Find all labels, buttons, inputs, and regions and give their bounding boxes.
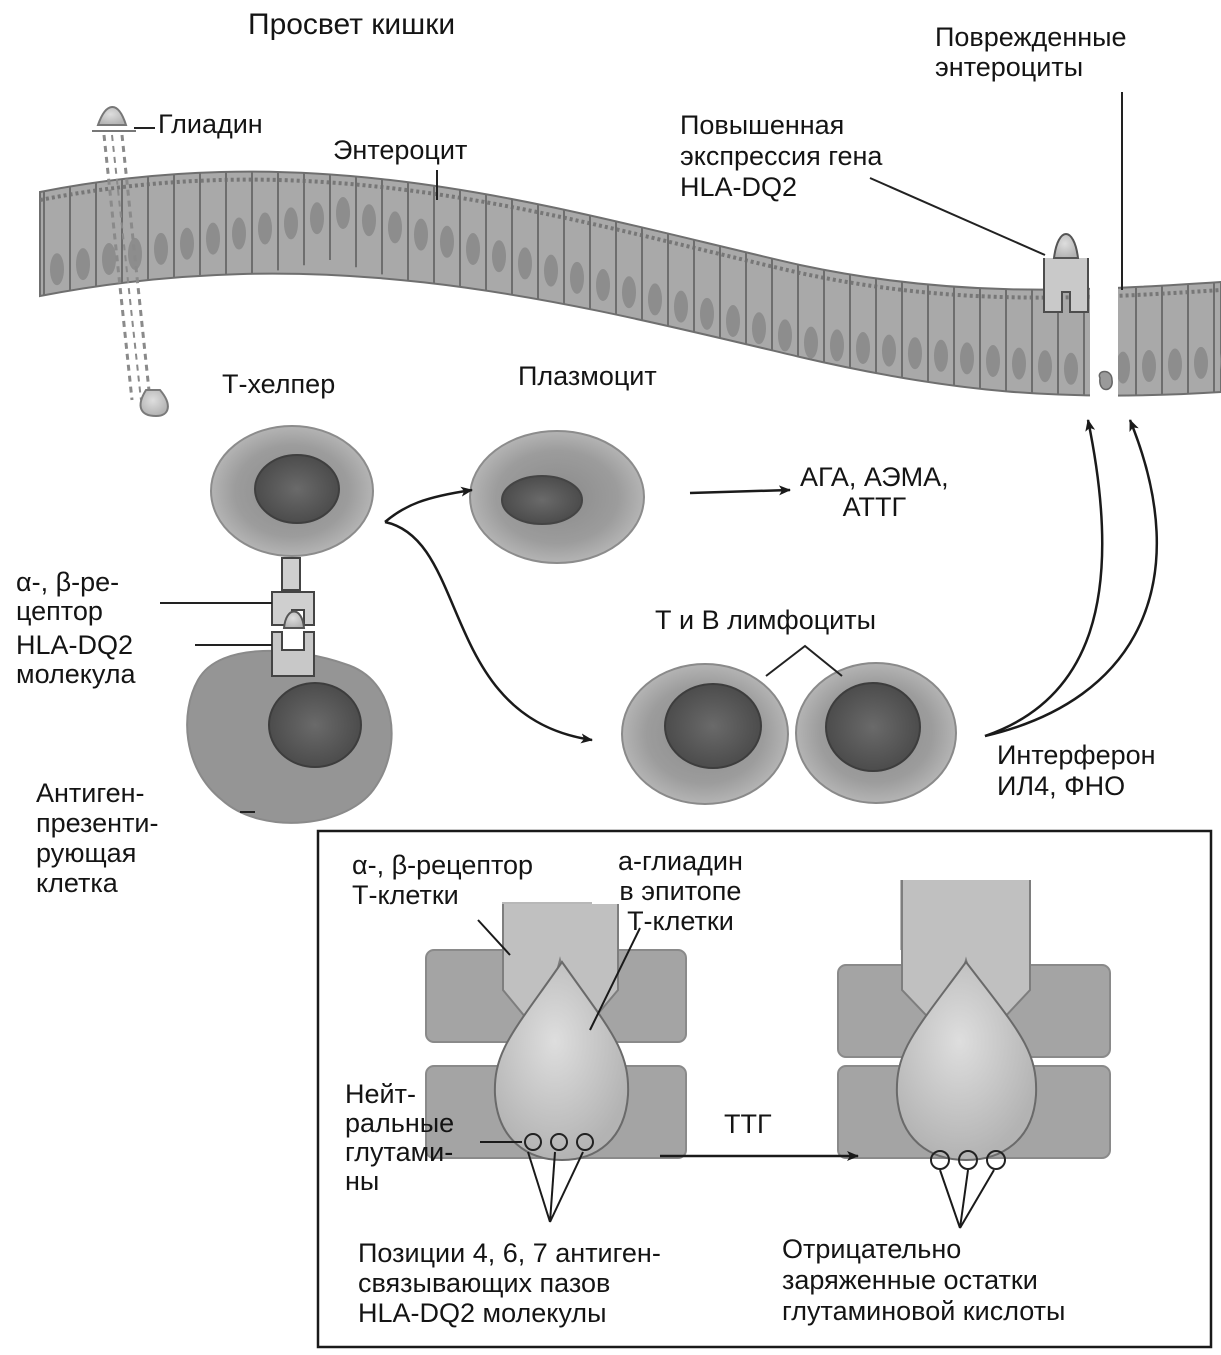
receptor-label: α-, β-ре- цептор	[16, 568, 119, 626]
enterocyte-nucleus	[76, 248, 90, 280]
enterocyte-nucleus	[648, 283, 662, 315]
enterocyte-nucleus	[258, 212, 272, 244]
enterocyte-nucleus	[154, 233, 168, 265]
hla-molecule-label: HLA-DQ2 молекула	[16, 631, 136, 689]
enterocyte-nucleus	[518, 247, 532, 279]
enterocyte-nucleus	[1168, 348, 1182, 380]
enterocyte-nucleus	[180, 228, 194, 260]
antibodies-label: АГА, АЭМА, АТТГ	[800, 462, 949, 522]
enterocyte-nucleus	[102, 243, 116, 275]
inset-ttg-label: ТТГ	[724, 1110, 772, 1139]
enterocyte-nucleus	[908, 337, 922, 369]
inset-receptor-label: α-, β-рецептор Т-клетки	[352, 850, 533, 910]
enterocyte-nucleus	[128, 238, 142, 270]
enterocyte-nucleus	[726, 305, 740, 337]
enterocyte-nucleus	[414, 219, 428, 251]
enterocyte-nucleus	[206, 223, 220, 255]
tb-lymphocytes-label: Т и В лимфоциты	[655, 606, 876, 635]
enterocyte-nucleus	[544, 255, 558, 287]
gliadin-label: Глиадин	[158, 110, 263, 139]
enterocyte-nucleus	[1116, 352, 1130, 384]
enterocyte-nucleus	[622, 276, 636, 308]
enterocyte-nucleus	[804, 327, 818, 359]
lumen-label: Просвет кишки	[248, 10, 455, 39]
enterocyte-nucleus	[1012, 348, 1026, 380]
enterocyte-nucleus	[700, 298, 714, 330]
enterocyte-nucleus	[284, 207, 298, 239]
inset-gliadin-epitope-label: a-глиадин в эпитопе Т-клетки	[618, 846, 743, 936]
enterocyte-nucleus	[674, 291, 688, 323]
enterocyte-nucleus	[362, 204, 376, 236]
enterocyte-nucleus	[440, 226, 454, 258]
enterocyte-nucleus	[986, 345, 1000, 377]
enterocyte-nucleus	[934, 340, 948, 372]
enterocyte-nucleus	[388, 211, 402, 243]
hla-expression-label: Повышенная экспрессия гена HLA-DQ2	[680, 110, 882, 203]
hla-dq2-expressed	[870, 92, 1122, 312]
enterocyte-nucleus	[232, 218, 246, 250]
inset-positions-label: Позиции 4, 6, 7 антиген- связывающих паз…	[358, 1238, 661, 1328]
plasmocyte-label: Плазмоцит	[518, 362, 657, 391]
t-b-lymphocytes	[622, 646, 956, 804]
enterocyte-nucleus	[752, 312, 766, 344]
enterocyte-nucleus	[830, 329, 844, 361]
enterocyte-nucleus	[882, 335, 896, 367]
t-helper-cell	[211, 426, 373, 556]
enterocyte-nucleus	[492, 240, 506, 272]
damaged-enterocytes-label: Поврежденные энтероциты	[935, 22, 1127, 82]
t-helper-label: Т-хелпер	[222, 370, 335, 399]
enterocyte-nucleus	[1038, 350, 1052, 382]
enterocyte-nucleus	[50, 253, 64, 285]
enterocyte-nucleus	[1194, 347, 1208, 379]
enterocyte-nucleus	[310, 202, 324, 234]
enterocyte-nucleus	[856, 332, 870, 364]
enterocyte-nucleus	[570, 262, 584, 294]
plasmocyte-cell	[470, 431, 644, 563]
enterocyte-nucleus	[960, 342, 974, 374]
enterocyte-nucleus	[1064, 353, 1078, 385]
apc-label: Антиген- презенти- рующая клетка	[36, 778, 159, 898]
enterocyte-nucleus	[778, 319, 792, 351]
enterocyte-label: Энтероцит	[333, 136, 467, 165]
inset-negative-residues-label: Отрицательно заряженные остатки глутамин…	[782, 1234, 1065, 1327]
enterocyte-nucleus	[336, 197, 350, 229]
enterocyte-nucleus	[596, 269, 610, 301]
enterocyte-nucleus	[466, 233, 480, 265]
enterocyte-nucleus	[1142, 350, 1156, 382]
inset-neutral-glutamines-label: Нейт- ральные глутами- ны	[345, 1080, 454, 1196]
cytokines-label: Интерферон ИЛ4, ФНО	[997, 740, 1156, 802]
